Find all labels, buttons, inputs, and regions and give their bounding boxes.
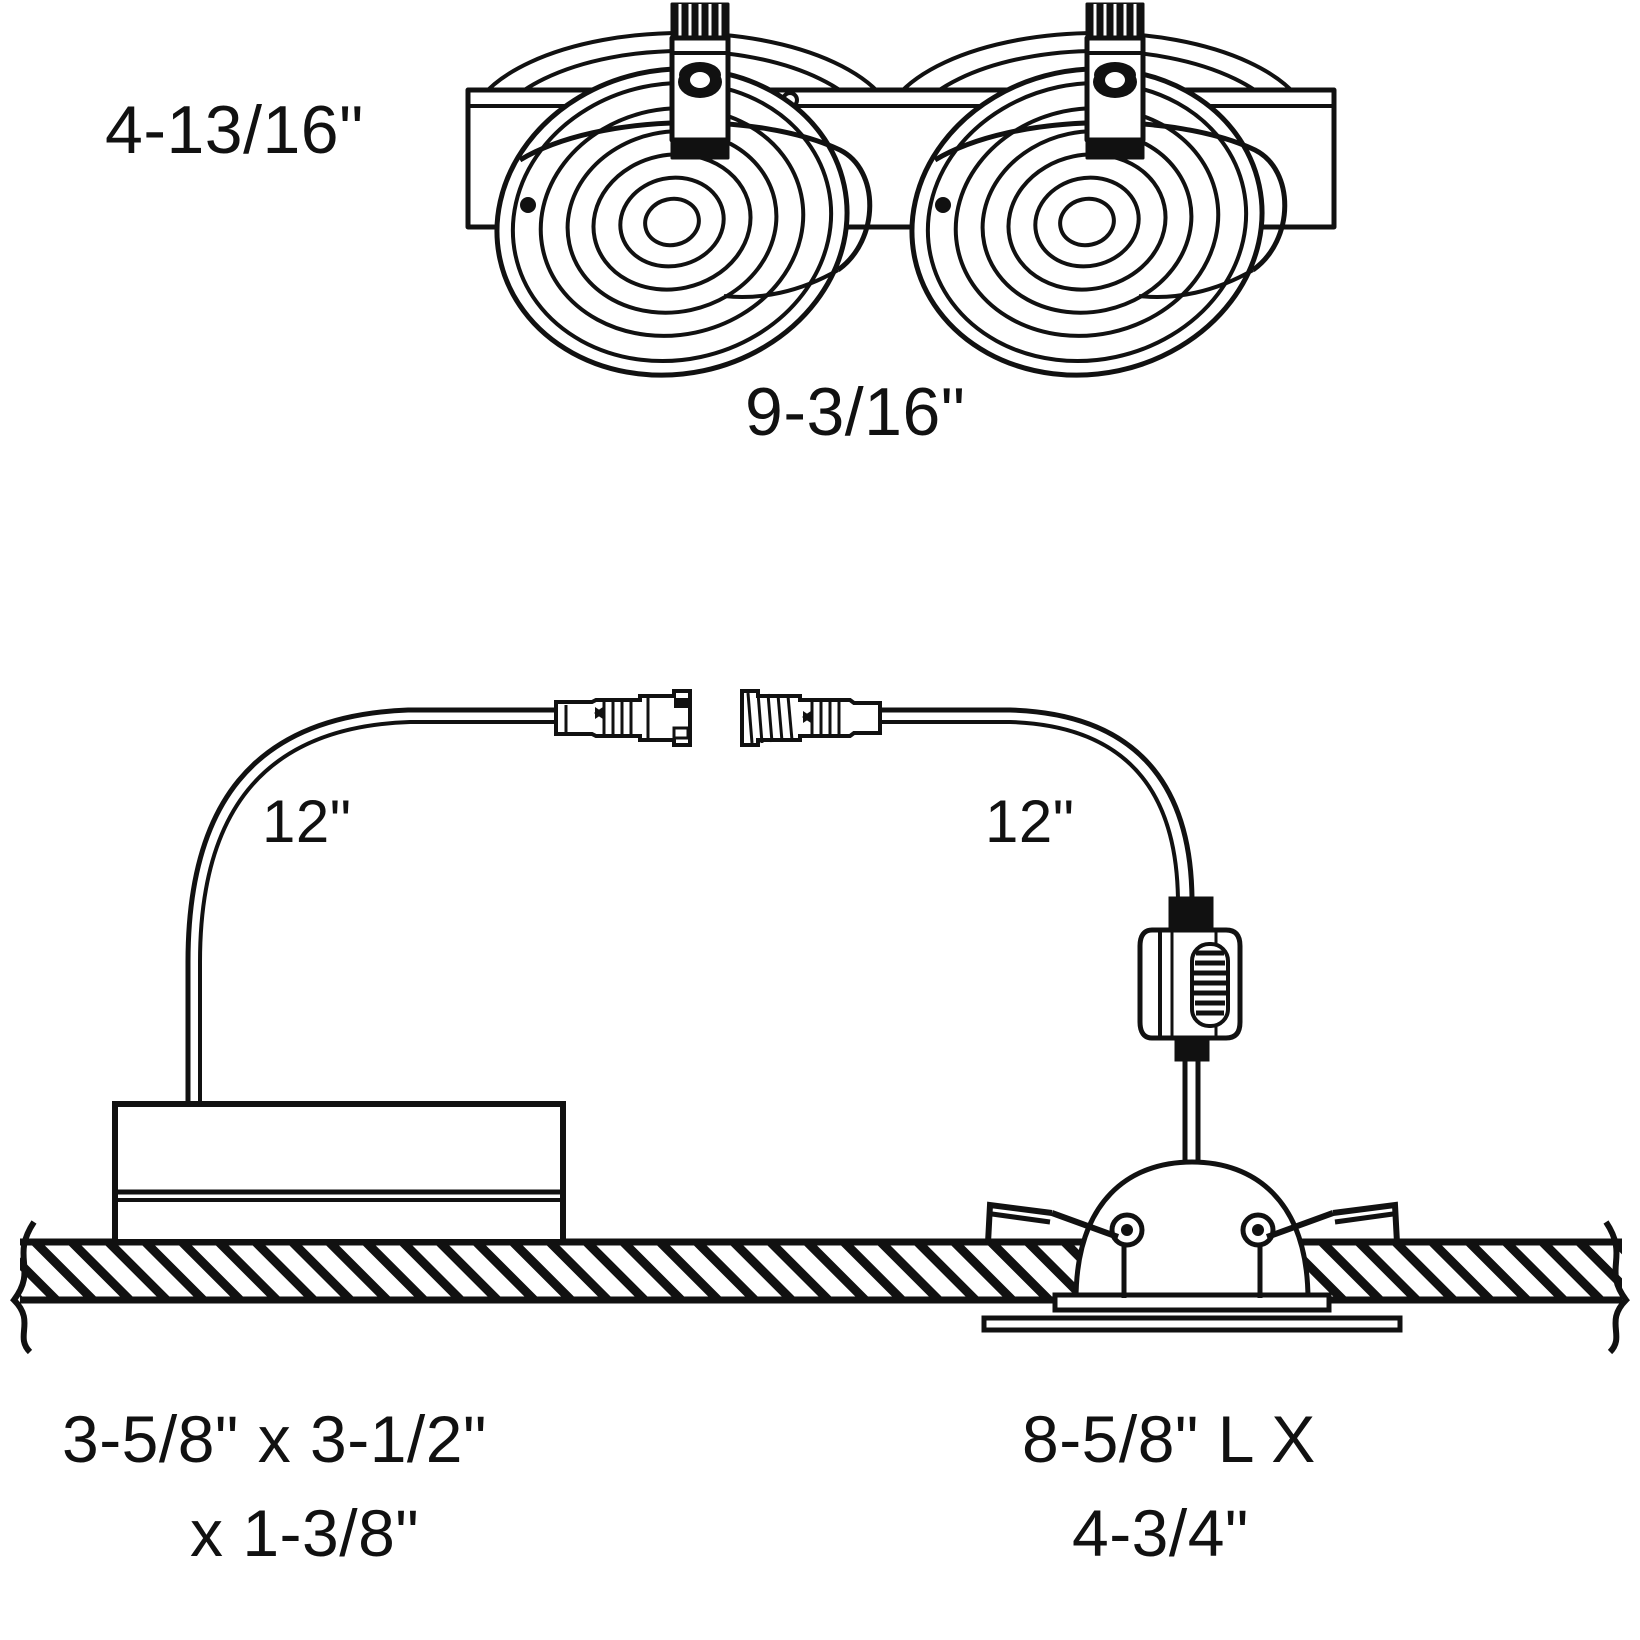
dimension-label-fixture-width: 9-3/16" — [745, 374, 966, 450]
adjust-bracket-left — [669, 2, 731, 160]
connector-female-half — [554, 689, 692, 747]
dimension-label-lead-left: 12" — [262, 788, 352, 855]
inline-dimmer-module — [1137, 896, 1243, 1062]
gimbal-head-right — [909, 66, 1288, 378]
connector-male-half — [740, 689, 882, 747]
break-symbol-right — [1603, 1220, 1630, 1355]
bracket-screw-right — [1093, 62, 1137, 98]
bracket-screw-left — [678, 62, 722, 98]
lead-cable-left — [185, 707, 559, 1107]
dimension-label-lead-right: 12" — [985, 788, 1075, 855]
dimension-label-junction-box-line1: 3-5/8" x 3-1/2" — [62, 1402, 487, 1476]
dimension-label-housing-line1: 8-5/8" L X — [1022, 1402, 1316, 1476]
junction-box — [112, 1101, 566, 1245]
spring-clip-right — [1240, 1201, 1400, 1248]
spring-clip-left — [985, 1201, 1145, 1248]
recessed-housing — [981, 1159, 1403, 1333]
gimbal-head-left — [494, 66, 873, 378]
top-view-gimbal-fixture — [465, 2, 1337, 378]
lower-section-view — [10, 689, 1630, 1355]
ceiling-slab — [20, 1238, 1622, 1304]
dimension-label-fixture-height: 4-13/16" — [105, 92, 364, 168]
dimension-label-housing-line2: 4-3/4" — [1072, 1496, 1249, 1570]
break-symbol-left — [10, 1220, 37, 1355]
lead-cable-right — [880, 707, 1195, 905]
adjust-bracket-right — [1084, 2, 1146, 160]
dimension-label-junction-box-line2: x 1-3/8" — [190, 1496, 420, 1570]
